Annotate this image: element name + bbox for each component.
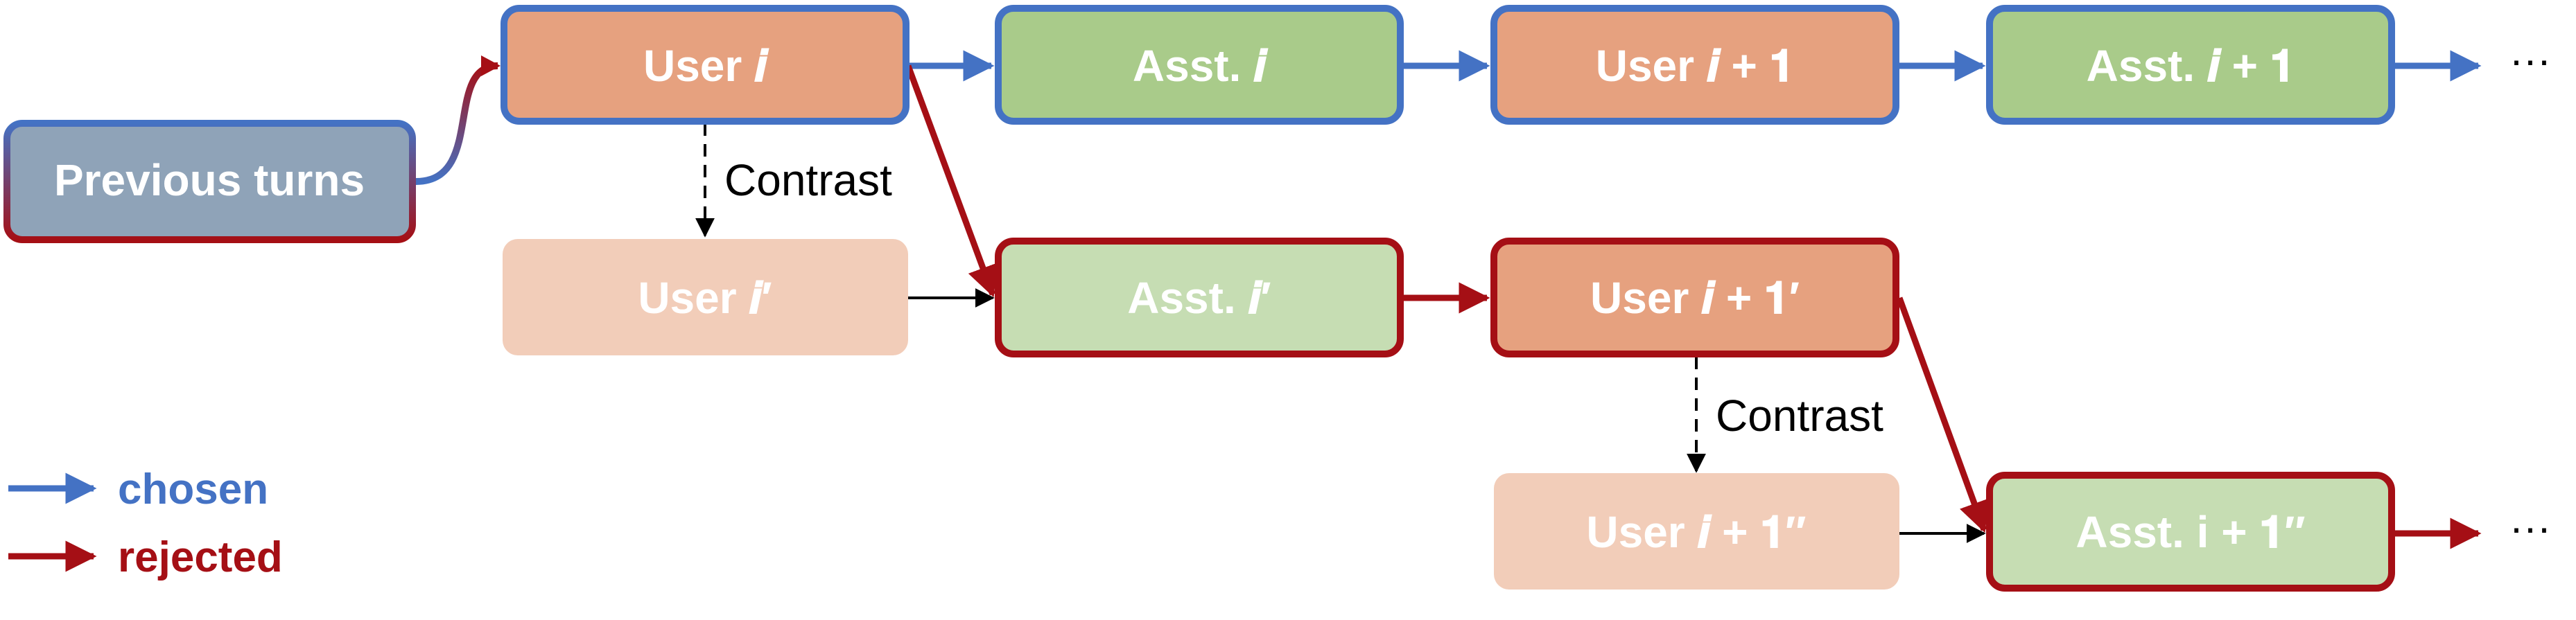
node-asst-i: Asst. 𝒊 [995,5,1404,125]
ellipsis-rejected: ··· [2509,504,2551,551]
node-user-i-prime-label: User 𝒊′ [638,273,772,323]
node-user-i: User 𝒊 [501,5,910,125]
node-user-i-label: User 𝒊 [643,41,769,91]
legend-chosen-label: chosen [118,466,268,513]
arrow-user-i1-prime-to-asst-i1-dprime [1896,296,1990,533]
node-asst-i-label: Asst. 𝒊 [1133,41,1269,91]
node-asst-i1: Asst. 𝒊 + 𝟏 [1986,5,2395,125]
node-asst-i1-dprime: Asst. i + 𝟏″ [1986,472,2395,592]
node-asst-i-prime-label: Asst. 𝒊′ [1127,273,1271,323]
node-user-i1-label: User 𝒊 + 𝟏 [1596,41,1795,91]
arrow-user-i-to-asst-i-prime [905,64,998,298]
node-user-i1-prime-label: User 𝒊 + 𝟏′ [1590,273,1800,323]
contrast-label-1: Contrast [724,155,892,205]
node-user-i-prime: User 𝒊′ [503,239,908,355]
node-asst-i-prime: Asst. 𝒊′ [995,238,1404,357]
node-user-i1-dprime-label: User 𝒊 + 𝟏″ [1586,507,1806,557]
node-previous-turns-label: Previous turns [54,155,365,205]
node-asst-i1-label: Asst. 𝒊 + 𝟏 [2087,41,2295,91]
contrast-label-2: Contrast [1716,391,1883,441]
node-previous-turns: Previous turns [3,120,416,243]
node-user-i1-prime: User 𝒊 + 𝟏′ [1490,238,1899,357]
legend-rejected-label: rejected [118,533,283,581]
connector-previous-arrowhead [481,55,501,76]
ellipsis-chosen: ··· [2509,37,2551,83]
node-user-i1-dprime: User 𝒊 + 𝟏″ [1494,473,1899,590]
legend: chosen rejected [8,466,283,581]
node-asst-i1-dprime-label: Asst. i + 𝟏″ [2075,507,2305,557]
node-user-i1: User 𝒊 + 𝟏 [1490,5,1899,125]
connector-previous-to-user-i [415,62,498,185]
